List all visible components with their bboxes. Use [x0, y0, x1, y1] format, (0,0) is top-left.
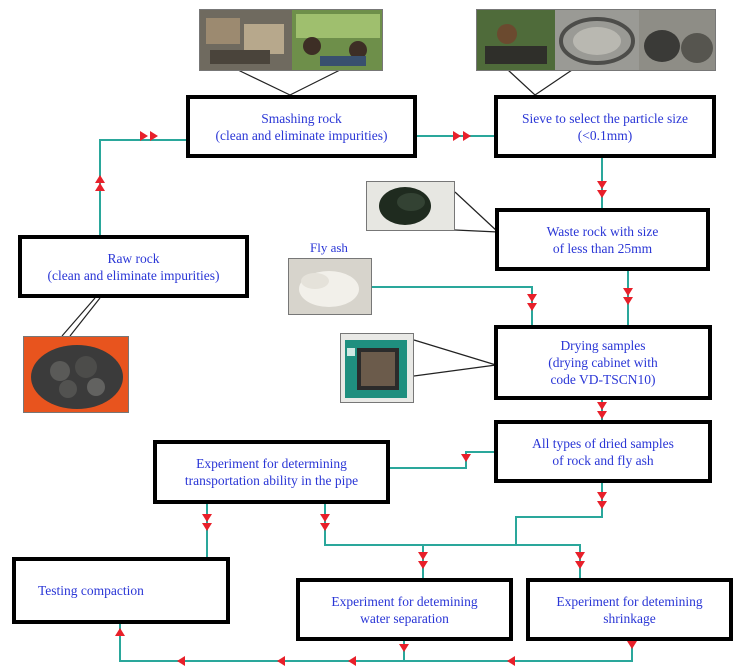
- testing-compaction-box: Testing compaction: [12, 557, 230, 624]
- connector-dried-to-transport: [390, 451, 495, 469]
- arrow-down-shrinkage-1: [575, 552, 585, 560]
- arrow-down-dried-2: [597, 501, 607, 509]
- fly-ash-photo: [288, 258, 372, 315]
- arrow-down-waste-2: [623, 297, 633, 305]
- sieve-title: Sieve to select the particle size: [521, 110, 689, 126]
- drying-cabinet-photo: [340, 333, 414, 403]
- connector-flyash-to-drying: [372, 286, 533, 327]
- connector-raw-to-smashing: [99, 139, 188, 237]
- arrow-left-bottom-2: [348, 656, 356, 666]
- arrow-right-smashing-2: [150, 131, 158, 141]
- arrow-down-water-2: [418, 561, 428, 569]
- water-line2: water separation: [360, 610, 449, 626]
- drying-line3: code VD-TSCN10): [550, 372, 656, 387]
- smashing-rock-title: Smashing rock: [261, 110, 342, 126]
- transport-line1: Experiment for determining: [196, 456, 347, 471]
- arrow-down-transport-1: [320, 514, 330, 522]
- compaction-title: Testing compaction: [38, 583, 144, 598]
- arrow-down-sieve-2: [597, 190, 607, 198]
- sieve-note: (<0.1mm): [577, 127, 633, 143]
- connector-transport-split: [324, 504, 581, 578]
- water-separation-box: Experiment for detemining water separati…: [296, 578, 513, 641]
- dried-line2: of rock and fly ash: [552, 452, 654, 468]
- arrow-down-water-1: [418, 552, 428, 560]
- waste-rock-line1: Waste rock with size: [546, 223, 659, 239]
- arrow-down-dried-1: [597, 492, 607, 500]
- arrow-right-smashing-1: [140, 131, 148, 141]
- leader-waste-photo: [454, 191, 499, 233]
- sieve-box: Sieve to select the particle size (<0.1m…: [494, 95, 716, 158]
- smashing-rock-note: (clean and eliminate impurities): [215, 127, 388, 143]
- arrow-down-bottom-1: [627, 641, 637, 649]
- shrinkage-line2: shrinkage: [603, 610, 656, 626]
- waste-rock-line2: of less than 25mm: [552, 240, 653, 256]
- arrow-right-sieve-1: [453, 131, 461, 141]
- raw-rock-box: Raw rock (clean and eliminate impurities…: [18, 235, 249, 298]
- arrow-down-flyash-1: [527, 294, 537, 302]
- arrow-down-shrinkage-2: [575, 561, 585, 569]
- smashing-rock-box: Smashing rock (clean and eliminate impur…: [186, 95, 417, 158]
- waste-rock-photo: [366, 181, 455, 231]
- arrow-down-dried-mid: [461, 454, 471, 462]
- dried-samples-box: All types of dried samples of rock and f…: [494, 420, 712, 483]
- shrinkage-box: Experiment for detemining shrinkage: [526, 578, 733, 641]
- leader-raw-photo: [61, 297, 96, 337]
- leader-sieve-photo: [507, 69, 573, 96]
- arrow-down-bottom-2: [399, 644, 409, 652]
- leader-dryer-photo-2: [413, 364, 497, 377]
- arrow-down-flyash-2: [527, 303, 537, 311]
- leader-dryer-photo: [413, 339, 497, 366]
- arrow-down-drying-2: [597, 411, 607, 419]
- arrow-up-raw-2: [95, 175, 105, 183]
- raw-rock-note: (clean and eliminate impurities): [47, 267, 220, 283]
- arrow-left-bottom-1: [507, 656, 515, 666]
- arrow-left-bottom-4: [177, 656, 185, 666]
- dried-line1: All types of dried samples: [532, 435, 674, 451]
- leader-smashing-photo: [237, 69, 341, 96]
- arrow-left-bottom-3: [277, 656, 285, 666]
- arrow-down-waste-1: [623, 288, 633, 296]
- sieve-photo: [476, 9, 716, 71]
- arrow-up-raw-1: [95, 183, 105, 191]
- raw-rock-title: Raw rock: [107, 250, 160, 266]
- fly-ash-label: Fly ash: [310, 240, 348, 255]
- connector-bottom-loop: [119, 624, 633, 662]
- arrow-down-sieve-1: [597, 181, 607, 189]
- arrow-down-transport-2: [320, 523, 330, 531]
- arrow-down-compaction-1: [202, 514, 212, 522]
- arrow-right-sieve-2: [463, 131, 471, 141]
- raw-rock-photo: [23, 336, 129, 413]
- drying-samples-box: Drying samples (drying cabinet with code…: [494, 325, 712, 400]
- waste-rock-box: Waste rock with size of less than 25mm: [495, 208, 710, 271]
- connector-dried-split: [515, 482, 603, 545]
- drying-title: Drying samples: [560, 338, 646, 353]
- water-line1: Experiment for detemining: [331, 593, 478, 609]
- leader-raw-photo-2: [69, 297, 101, 337]
- transportation-experiment-box: Experiment for determining transportatio…: [153, 440, 390, 504]
- arrow-up-compaction: [115, 628, 125, 636]
- smashing-rock-photo: [199, 9, 383, 71]
- drying-line2: (drying cabinet with: [548, 355, 658, 370]
- arrow-down-compaction-2: [202, 523, 212, 531]
- leader-waste-photo-2: [454, 229, 499, 233]
- transport-line2: transportation ability in the pipe: [184, 473, 359, 488]
- shrinkage-line1: Experiment for detemining: [556, 593, 703, 609]
- arrow-down-drying-1: [597, 402, 607, 410]
